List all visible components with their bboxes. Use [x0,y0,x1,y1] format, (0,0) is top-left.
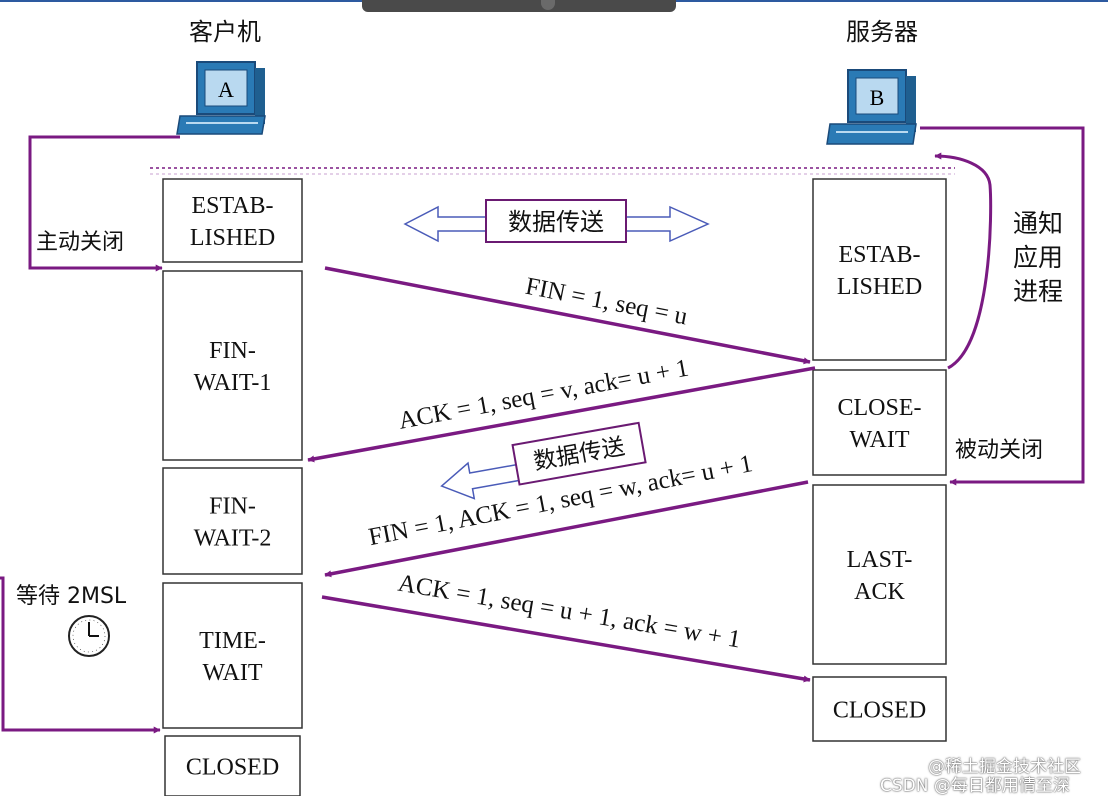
server-computer-icon: B [826,69,917,145]
fin-segment-arrow [324,266,811,365]
server-state-box [812,676,947,742]
server-state-label: LAST-ACK [847,547,913,605]
client-state-label: TIME-WAIT [199,628,266,686]
passive-close-arrow [920,126,1085,486]
data-transfer-label-top: 数据传送 [508,208,604,236]
server-state-label: ESTAB-LISHED [837,242,922,300]
wait-label-bg [10,580,158,608]
client-computer-icon: A [176,61,266,135]
notify-app-text: 通知应用进程 [1013,209,1063,306]
client-state-label: CLOSED [186,754,279,780]
client-state-box [162,582,303,729]
client-state-box [162,178,303,263]
client-state-box [164,735,301,796]
active-close-arrow [28,135,180,272]
client-state-box [162,467,303,575]
server-state-box [812,369,947,476]
separator-line [150,167,955,175]
server-state-box [812,484,947,665]
server-label: B [870,85,885,110]
data-transfer-double-arrow: 数据传送 [403,199,710,243]
server-state-column: ESTAB-LISHED CLOSE-WAIT LAST-ACK CLOSED [812,178,947,742]
ack-segment-label: ACK = 1, seq = v, ack= u + 1 [396,355,690,435]
wait-2msl-arrow [0,576,161,734]
client-state-label: FIN-WAIT-2 [194,493,272,551]
wait-2msl-label: 等待 2MSL [16,584,127,609]
watermark-csdn: CSDN @每日都用情至深 [880,776,1070,796]
clock-icon [68,615,110,657]
data-transfer-left-arrow: 数据传送 [440,421,647,500]
final-ack-segment-arrow [321,595,811,683]
active-close-label: 主动关闭 [36,230,124,255]
fin-ack-segment-arrow [324,480,809,578]
client-state-label: ESTAB-LISHED [190,193,275,251]
client-title: 客户机 [189,18,261,46]
server-state-label: CLOSED [833,697,926,723]
notify-app-label: 通知应用进程 [1013,209,1063,306]
watermark-juejin: @稀土掘金技术社区 [928,757,1081,777]
ack-segment-arrow [307,366,816,463]
video-control-bar[interactable] [362,0,676,12]
passive-close-label: 被动关闭 [955,438,1043,463]
client-label: A [218,77,234,102]
video-control-knob[interactable] [541,0,555,10]
client-state-label: FIN-WAIT-1 [194,338,272,396]
client-state-box [162,270,303,461]
notify-app-arrow [934,152,993,370]
server-state-label: CLOSE-WAIT [838,395,922,453]
client-state-column: ESTAB-LISHED FIN-WAIT-1FIN-WAIT-2TIME-WAI… [162,178,303,796]
server-title: 服务器 [846,18,918,46]
final-ack-segment-label: ACK = 1, seq = u + 1, ack = w + 1 [396,570,743,654]
server-state-box [812,178,947,361]
